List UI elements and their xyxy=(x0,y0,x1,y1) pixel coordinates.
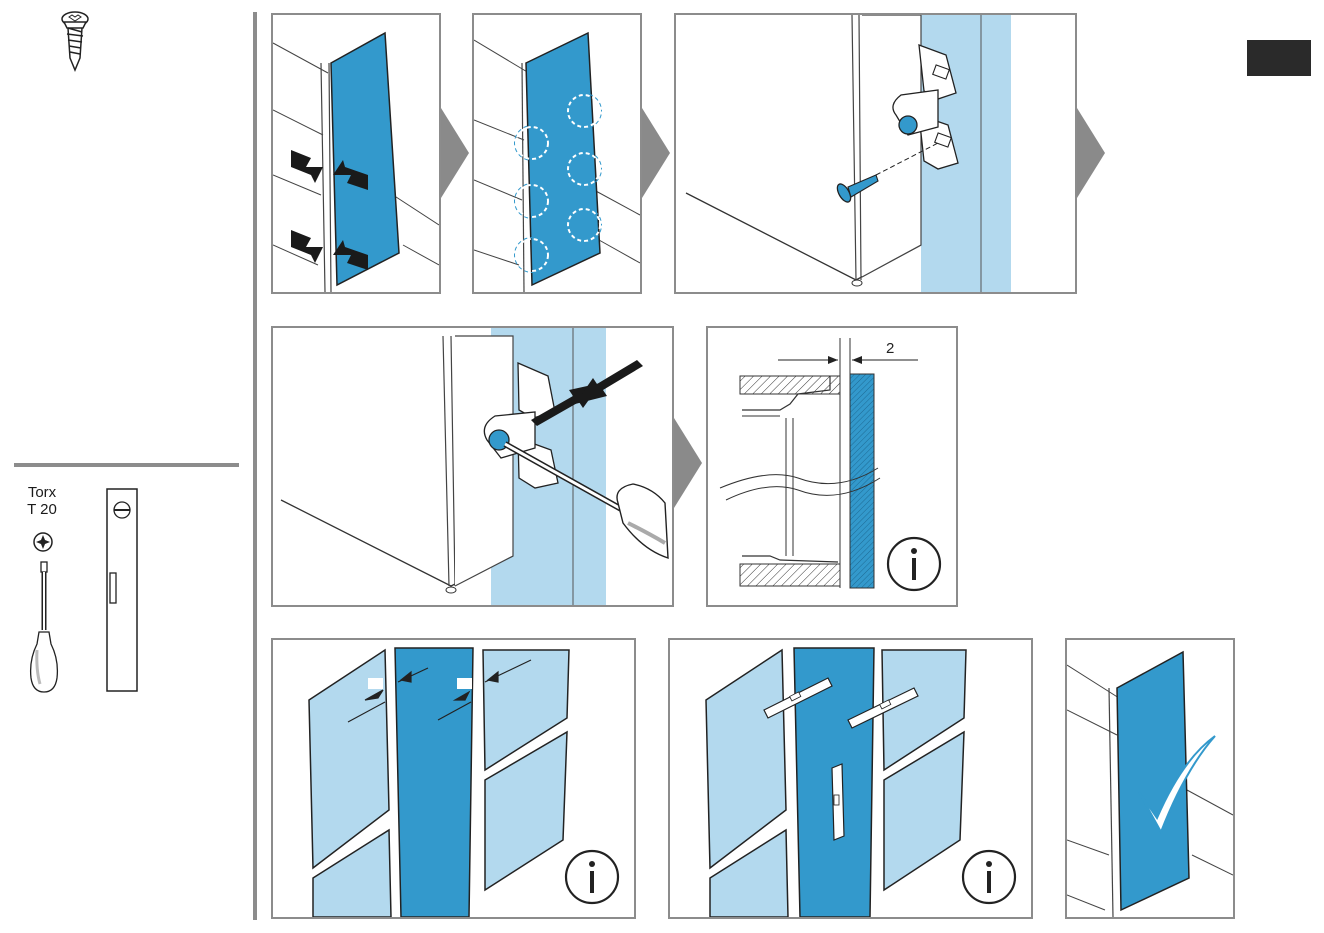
step-arrow-icon xyxy=(1077,108,1105,198)
column-divider xyxy=(253,12,257,920)
section-marker xyxy=(1247,40,1311,76)
gap-label-left xyxy=(368,678,383,689)
screw-icon xyxy=(55,10,95,72)
step-arrow-icon xyxy=(441,108,469,198)
torx-label: Torx T 20 xyxy=(12,484,72,518)
step-arrow-icon xyxy=(674,418,702,508)
step-panel-bracket-screw xyxy=(674,13,1077,294)
info-icon xyxy=(960,848,1018,906)
info-icon xyxy=(563,848,621,906)
tools-divider xyxy=(14,463,239,467)
gap-label-right xyxy=(457,678,472,689)
step-arrow-icon xyxy=(642,108,670,198)
torx-label-line2: T 20 xyxy=(12,501,72,518)
gap-dimension-label: 2 xyxy=(886,340,894,357)
step-panel-press-side xyxy=(271,13,441,294)
step-panel-adjust-bracket xyxy=(271,326,674,607)
torx-label-line1: Torx xyxy=(12,484,72,501)
torx-bit-icon xyxy=(32,531,54,553)
screwdriver-icon xyxy=(27,560,61,694)
step-panel-complete xyxy=(1065,638,1235,919)
step-panel-adhesive-points xyxy=(472,13,642,294)
spacer-gauge-icon xyxy=(105,487,139,693)
info-icon xyxy=(885,535,943,593)
